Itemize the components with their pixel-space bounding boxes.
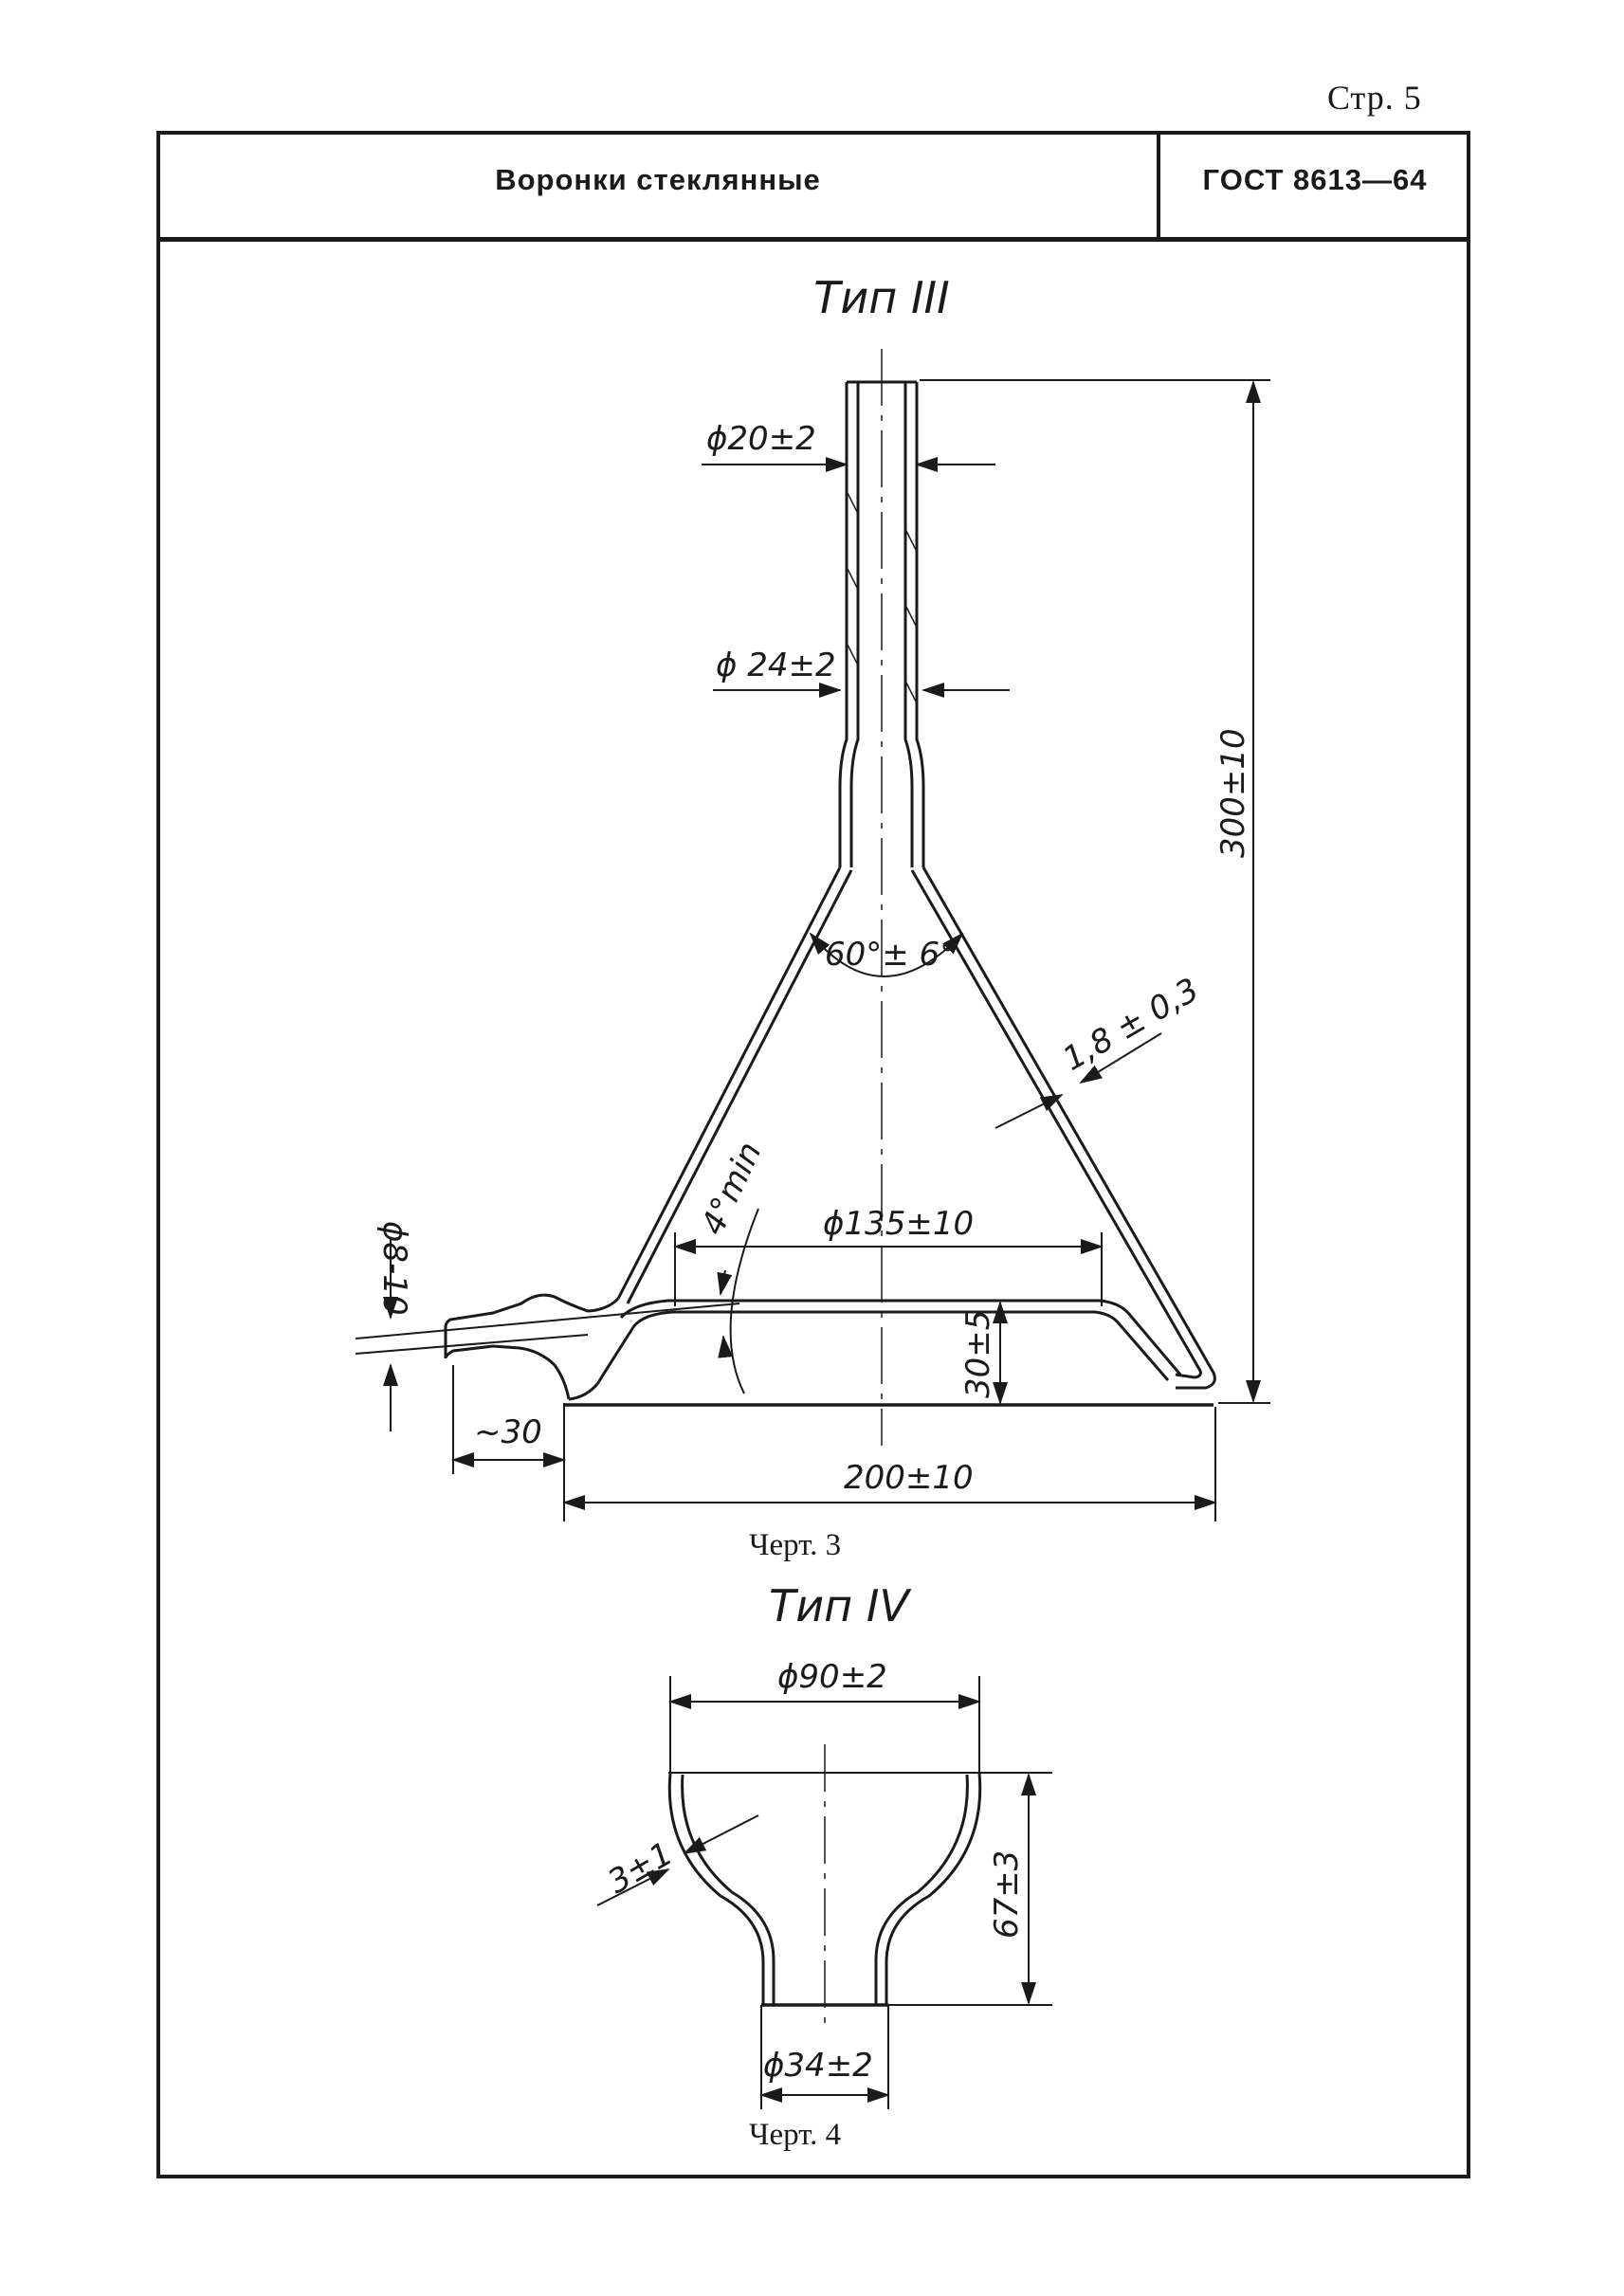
leader-line [596, 1868, 670, 1906]
slope-line [355, 1303, 740, 1339]
inner-rim-left-leg [595, 1326, 635, 1385]
header-divider [159, 237, 1470, 242]
angle-arc [809, 932, 964, 977]
side-tube-top [444, 1293, 620, 1328]
cone-right-inner [910, 869, 1202, 1379]
stem-hatching [847, 492, 917, 702]
cone-left-inner [626, 869, 853, 1304]
dim-rim-height: 30±5 [959, 1310, 997, 1398]
bowl-right-outer [885, 1772, 982, 2005]
caption-drawing-3: Черт. 3 [749, 1528, 841, 1562]
leader-line [994, 1094, 1064, 1129]
dim-inner-dia: ϕ135±10 [823, 1205, 974, 1243]
stem-right-inner [903, 382, 914, 867]
dim-wall: 1,8 ± 0,3 [1057, 971, 1206, 1079]
standard-code: ГОСТ 8613—64 [1202, 163, 1428, 196]
dim-angle: 60°± 6° [825, 936, 956, 974]
dim-height: 300±10 [1214, 728, 1252, 858]
type-iv-label: Тип IV [769, 1580, 912, 1631]
stem-right-outer [915, 382, 925, 867]
drawing-type-iii [355, 349, 1270, 1522]
dim-bowl-height: 67±3 [988, 1850, 1026, 1939]
dim-bottom-dia: ϕ34±2 [763, 2047, 873, 2085]
inner-rim-top [619, 1299, 1182, 1376]
cone-right-outer [921, 866, 1216, 1390]
type-iii-label: Тип III [813, 272, 949, 323]
dim-base: 200±10 [844, 1459, 974, 1497]
dim-line [717, 1269, 733, 1296]
stem-left-outer [838, 382, 848, 867]
drawing-type-iv [596, 1676, 1052, 2109]
bowl-right-inner [874, 1774, 969, 2005]
inner-rim-inner [631, 1310, 1170, 1381]
base-curve [568, 1383, 599, 1401]
caption-drawing-4: Черт. 4 [749, 2118, 841, 2152]
dim-line [718, 1335, 734, 1358]
leader-line [683, 1814, 759, 1854]
leader-line [1079, 1032, 1162, 1084]
document-title: Воронки стеклянные [495, 163, 821, 196]
side-tube-bottom [444, 1344, 571, 1400]
slope-line-2 [355, 1334, 589, 1355]
bowl-left-outer [667, 1772, 765, 2005]
page-number: Стр. 5 [1327, 79, 1422, 117]
incline-arc [729, 1208, 759, 1394]
dim-top-dia: ϕ90±2 [777, 1658, 887, 1696]
dim-side-length: ~30 [474, 1413, 542, 1451]
stem-left-inner [849, 382, 860, 867]
cone-left-outer [616, 866, 842, 1300]
dim-side-dia: ϕ8-10 [375, 1221, 413, 1316]
dim-stem-outer: ϕ20±2 [706, 420, 816, 458]
dim-stem-inner: ϕ 24±2 [716, 647, 836, 684]
page-frame [156, 131, 1470, 2178]
bowl-left-inner [681, 1774, 776, 2005]
header-separator [1157, 134, 1160, 237]
dim-bowl-wall: 3±1 [602, 1834, 680, 1902]
